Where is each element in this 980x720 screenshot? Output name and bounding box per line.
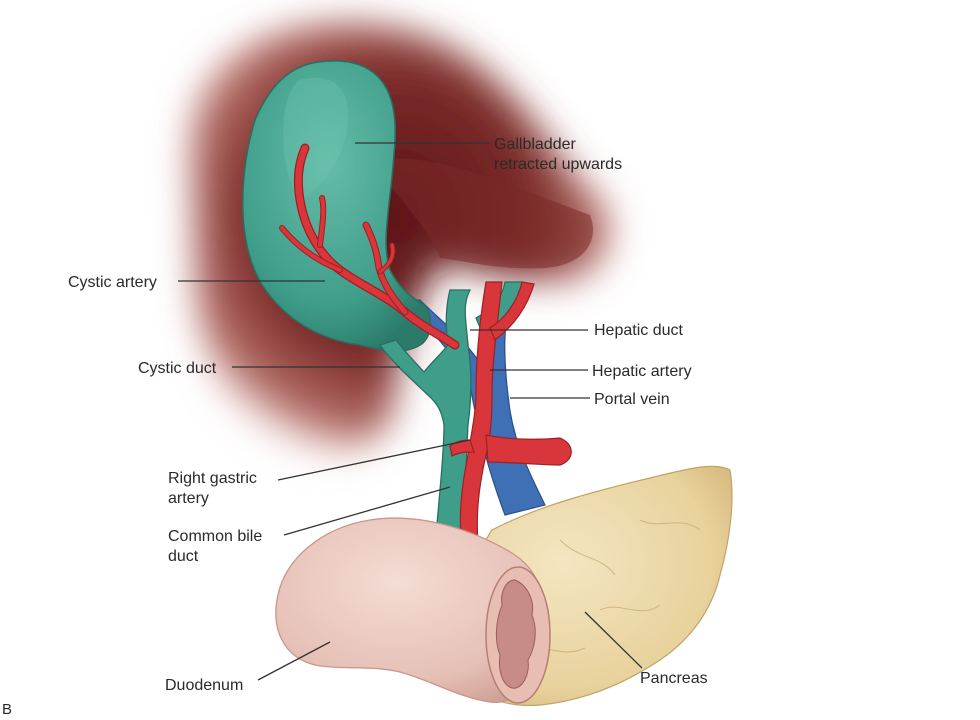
label-duodenum: Duodenum [165, 677, 243, 694]
label-gallbladder-line1: Gallbladder [494, 136, 577, 153]
label-common-bile-line1: Common bile [168, 528, 262, 545]
label-pancreas: Pancreas [640, 670, 708, 687]
label-gallbladder-line2: retracted upwards [494, 156, 622, 173]
label-portal-vein: Portal vein [594, 391, 670, 408]
panel-letter: B [2, 701, 12, 718]
label-hepatic-duct: Hepatic duct [594, 322, 683, 339]
label-cystic-duct: Cystic duct [138, 360, 217, 377]
cystic-artery [279, 143, 460, 350]
leader-lines [178, 142, 643, 681]
label-right-gastric-line1: Right gastric [168, 470, 257, 487]
hepatic-artery [449, 281, 572, 546]
label-hepatic-artery: Hepatic artery [592, 363, 692, 380]
biliary-ducts [378, 289, 472, 543]
duodenum [275, 517, 551, 704]
label-common-bile-line2: duct [168, 548, 199, 565]
label-cystic-artery: Cystic artery [68, 274, 157, 291]
label-right-gastric-line2: artery [168, 490, 209, 507]
